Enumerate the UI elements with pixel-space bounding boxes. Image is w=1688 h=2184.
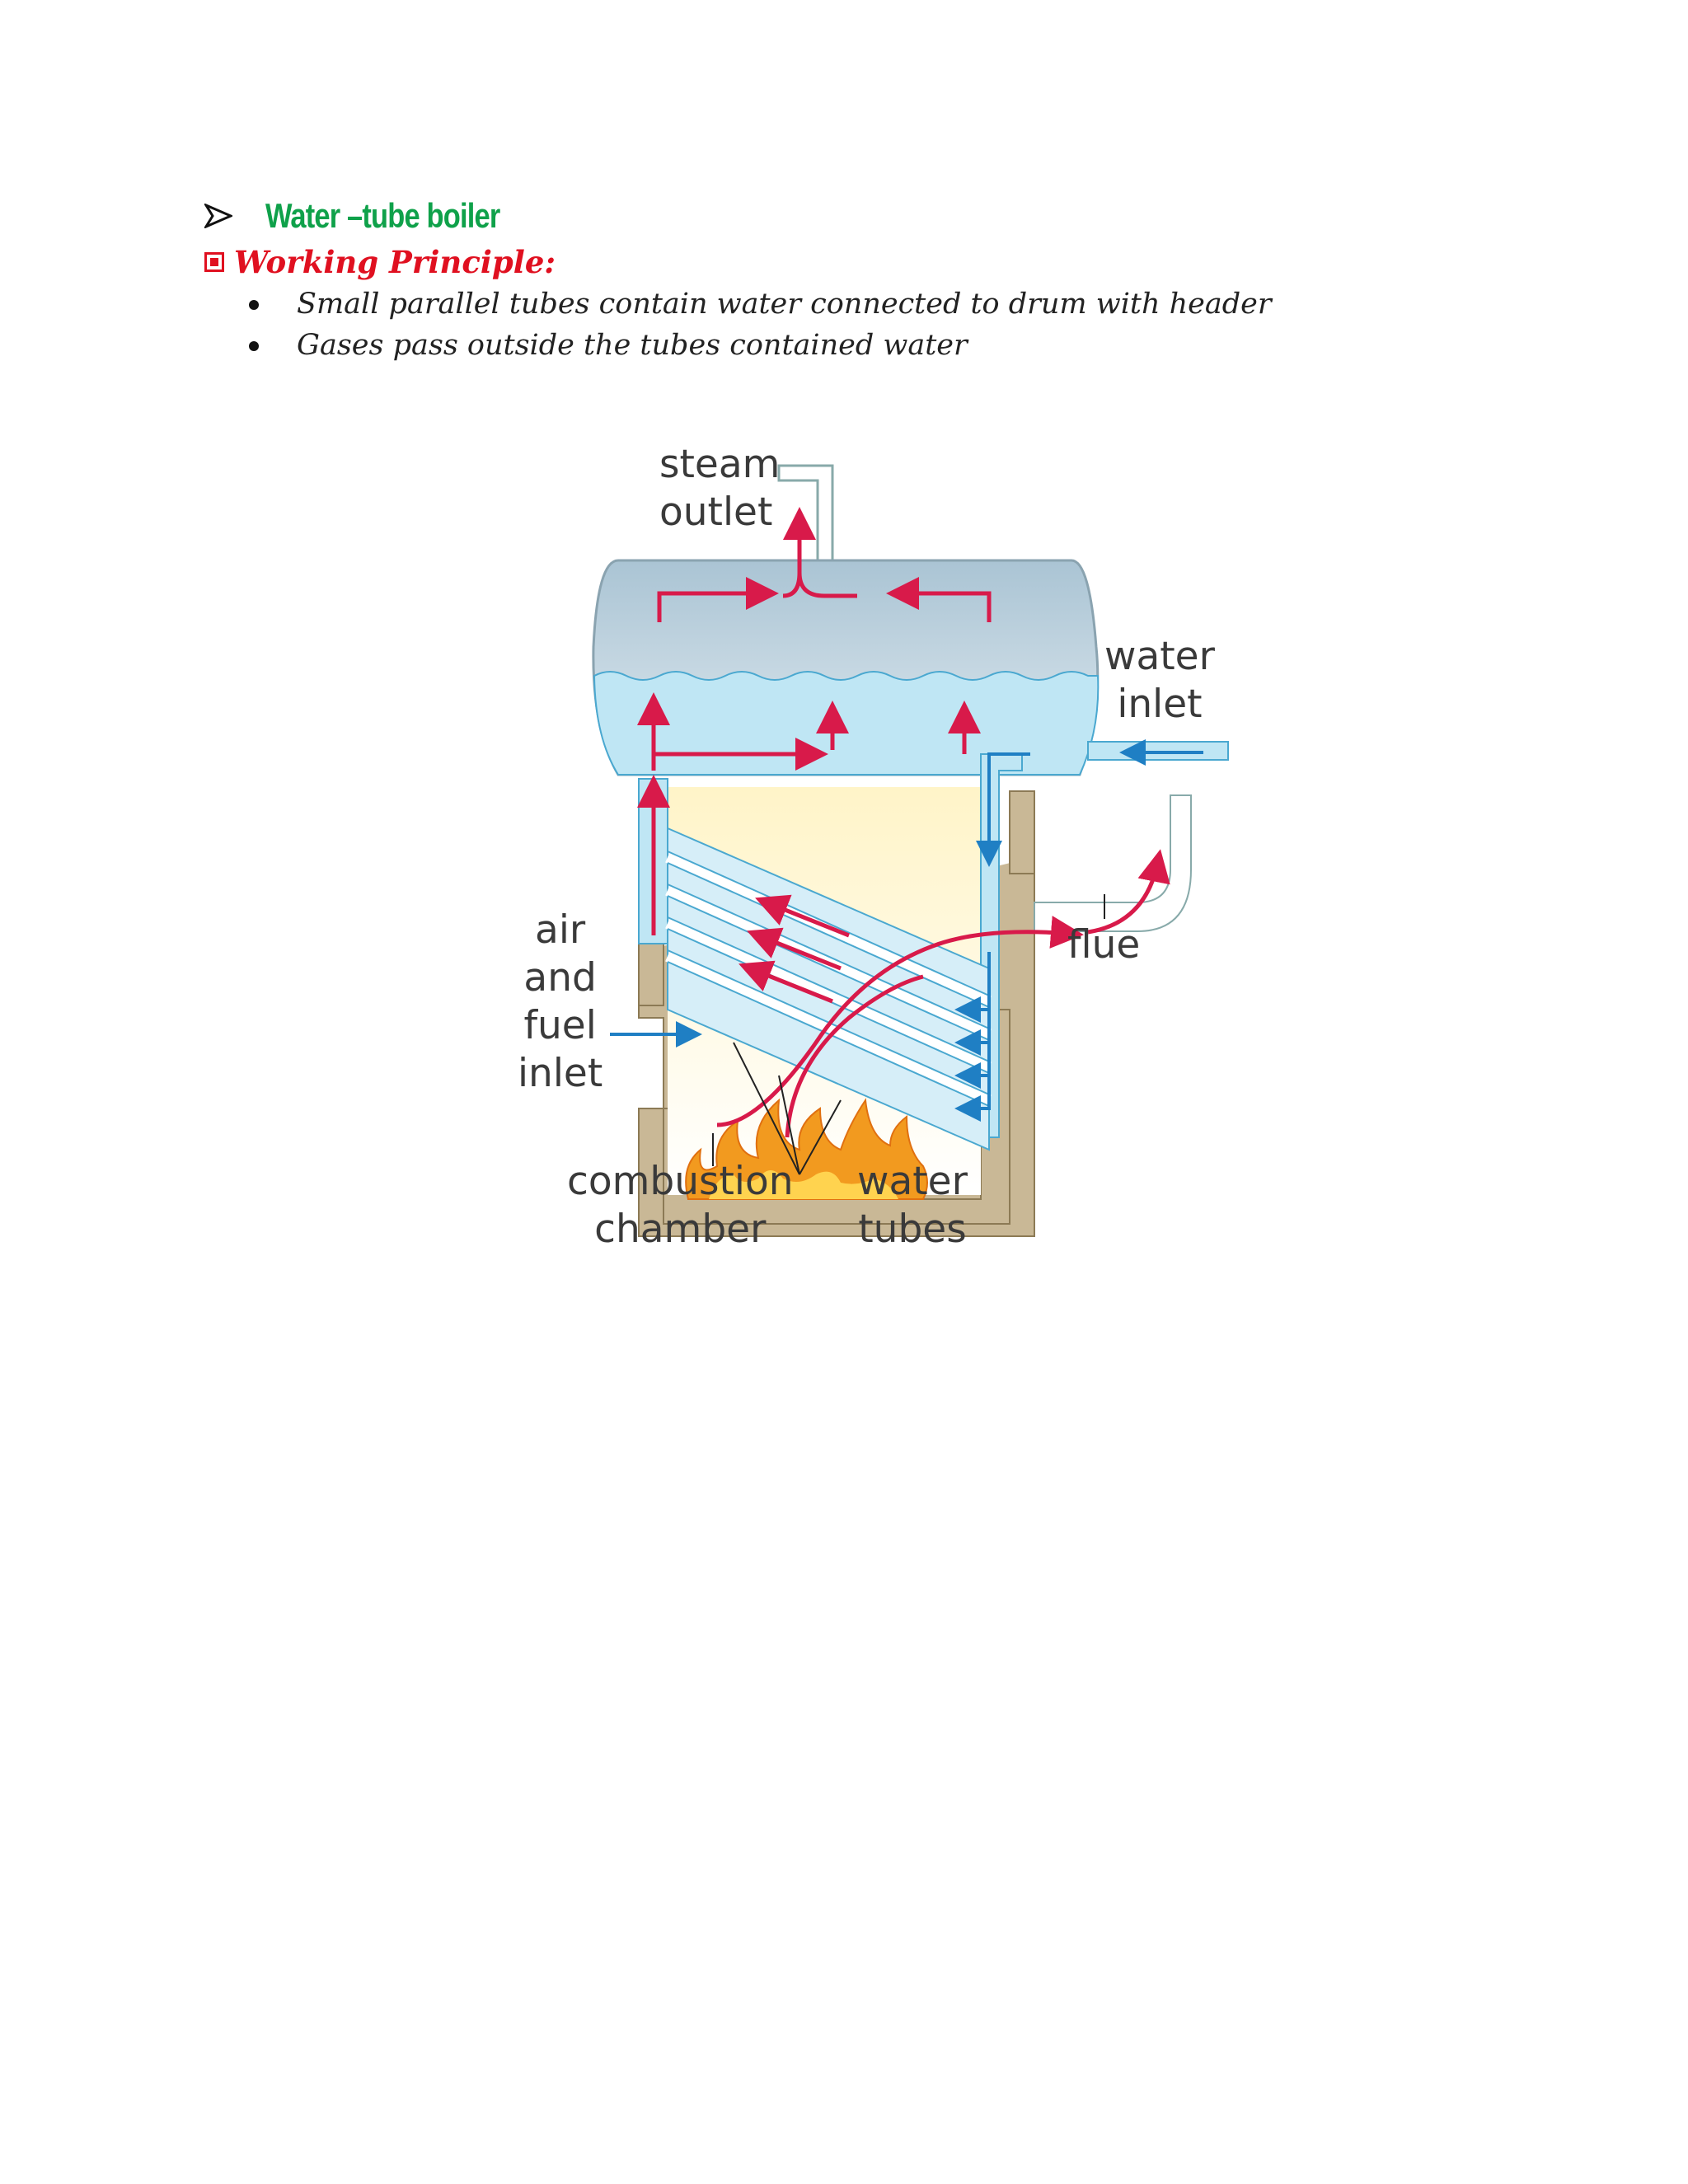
label-pointers: [712, 894, 1105, 1175]
arrowhead-bullet-icon: [204, 204, 232, 228]
working-principle-label: Working Principle:: [234, 244, 556, 280]
bullet-dot-icon: [249, 300, 259, 310]
hot-gas-flow: [637, 507, 1170, 1138]
flue-duct: [1034, 794, 1192, 932]
label-combustion-chamber: combustion chamber: [567, 1159, 794, 1252]
flame-core: [709, 1170, 898, 1199]
tube-outlines: [667, 851, 990, 1107]
label-water-inlet: water inlet: [1104, 634, 1215, 727]
water-flow: [610, 739, 1203, 1122]
label-water-tubes: water tubes: [857, 1159, 968, 1252]
steam-outlet-pipe: [777, 464, 834, 566]
list-item: Small parallel tubes contain water conne…: [239, 284, 1272, 325]
brick-top-left: [638, 943, 664, 1006]
water-tube-boiler-diagram: steam outlet water inlet flue air and fu…: [495, 441, 1236, 1290]
bullet-list: Small parallel tubes contain water conne…: [239, 284, 1272, 366]
label-flue: flue: [1067, 922, 1141, 968]
label-steam-outlet: steam outlet: [659, 442, 781, 535]
flames: [685, 1098, 928, 1200]
boiler-illustration: [592, 464, 1229, 1237]
working-principle-heading: Working Principle:: [204, 244, 556, 280]
boxed-square-icon: [204, 252, 224, 272]
section-heading: Water –tube boiler: [204, 196, 551, 236]
list-item: Gases pass outside the tubes contained w…: [239, 325, 1272, 366]
bullet-dot-icon: [249, 341, 259, 351]
label-air-and-fuel-inlet: air and fuel inlet: [518, 907, 603, 1096]
heading-title: Water –tube boiler: [265, 196, 500, 235]
brick-right: [1009, 790, 1035, 874]
